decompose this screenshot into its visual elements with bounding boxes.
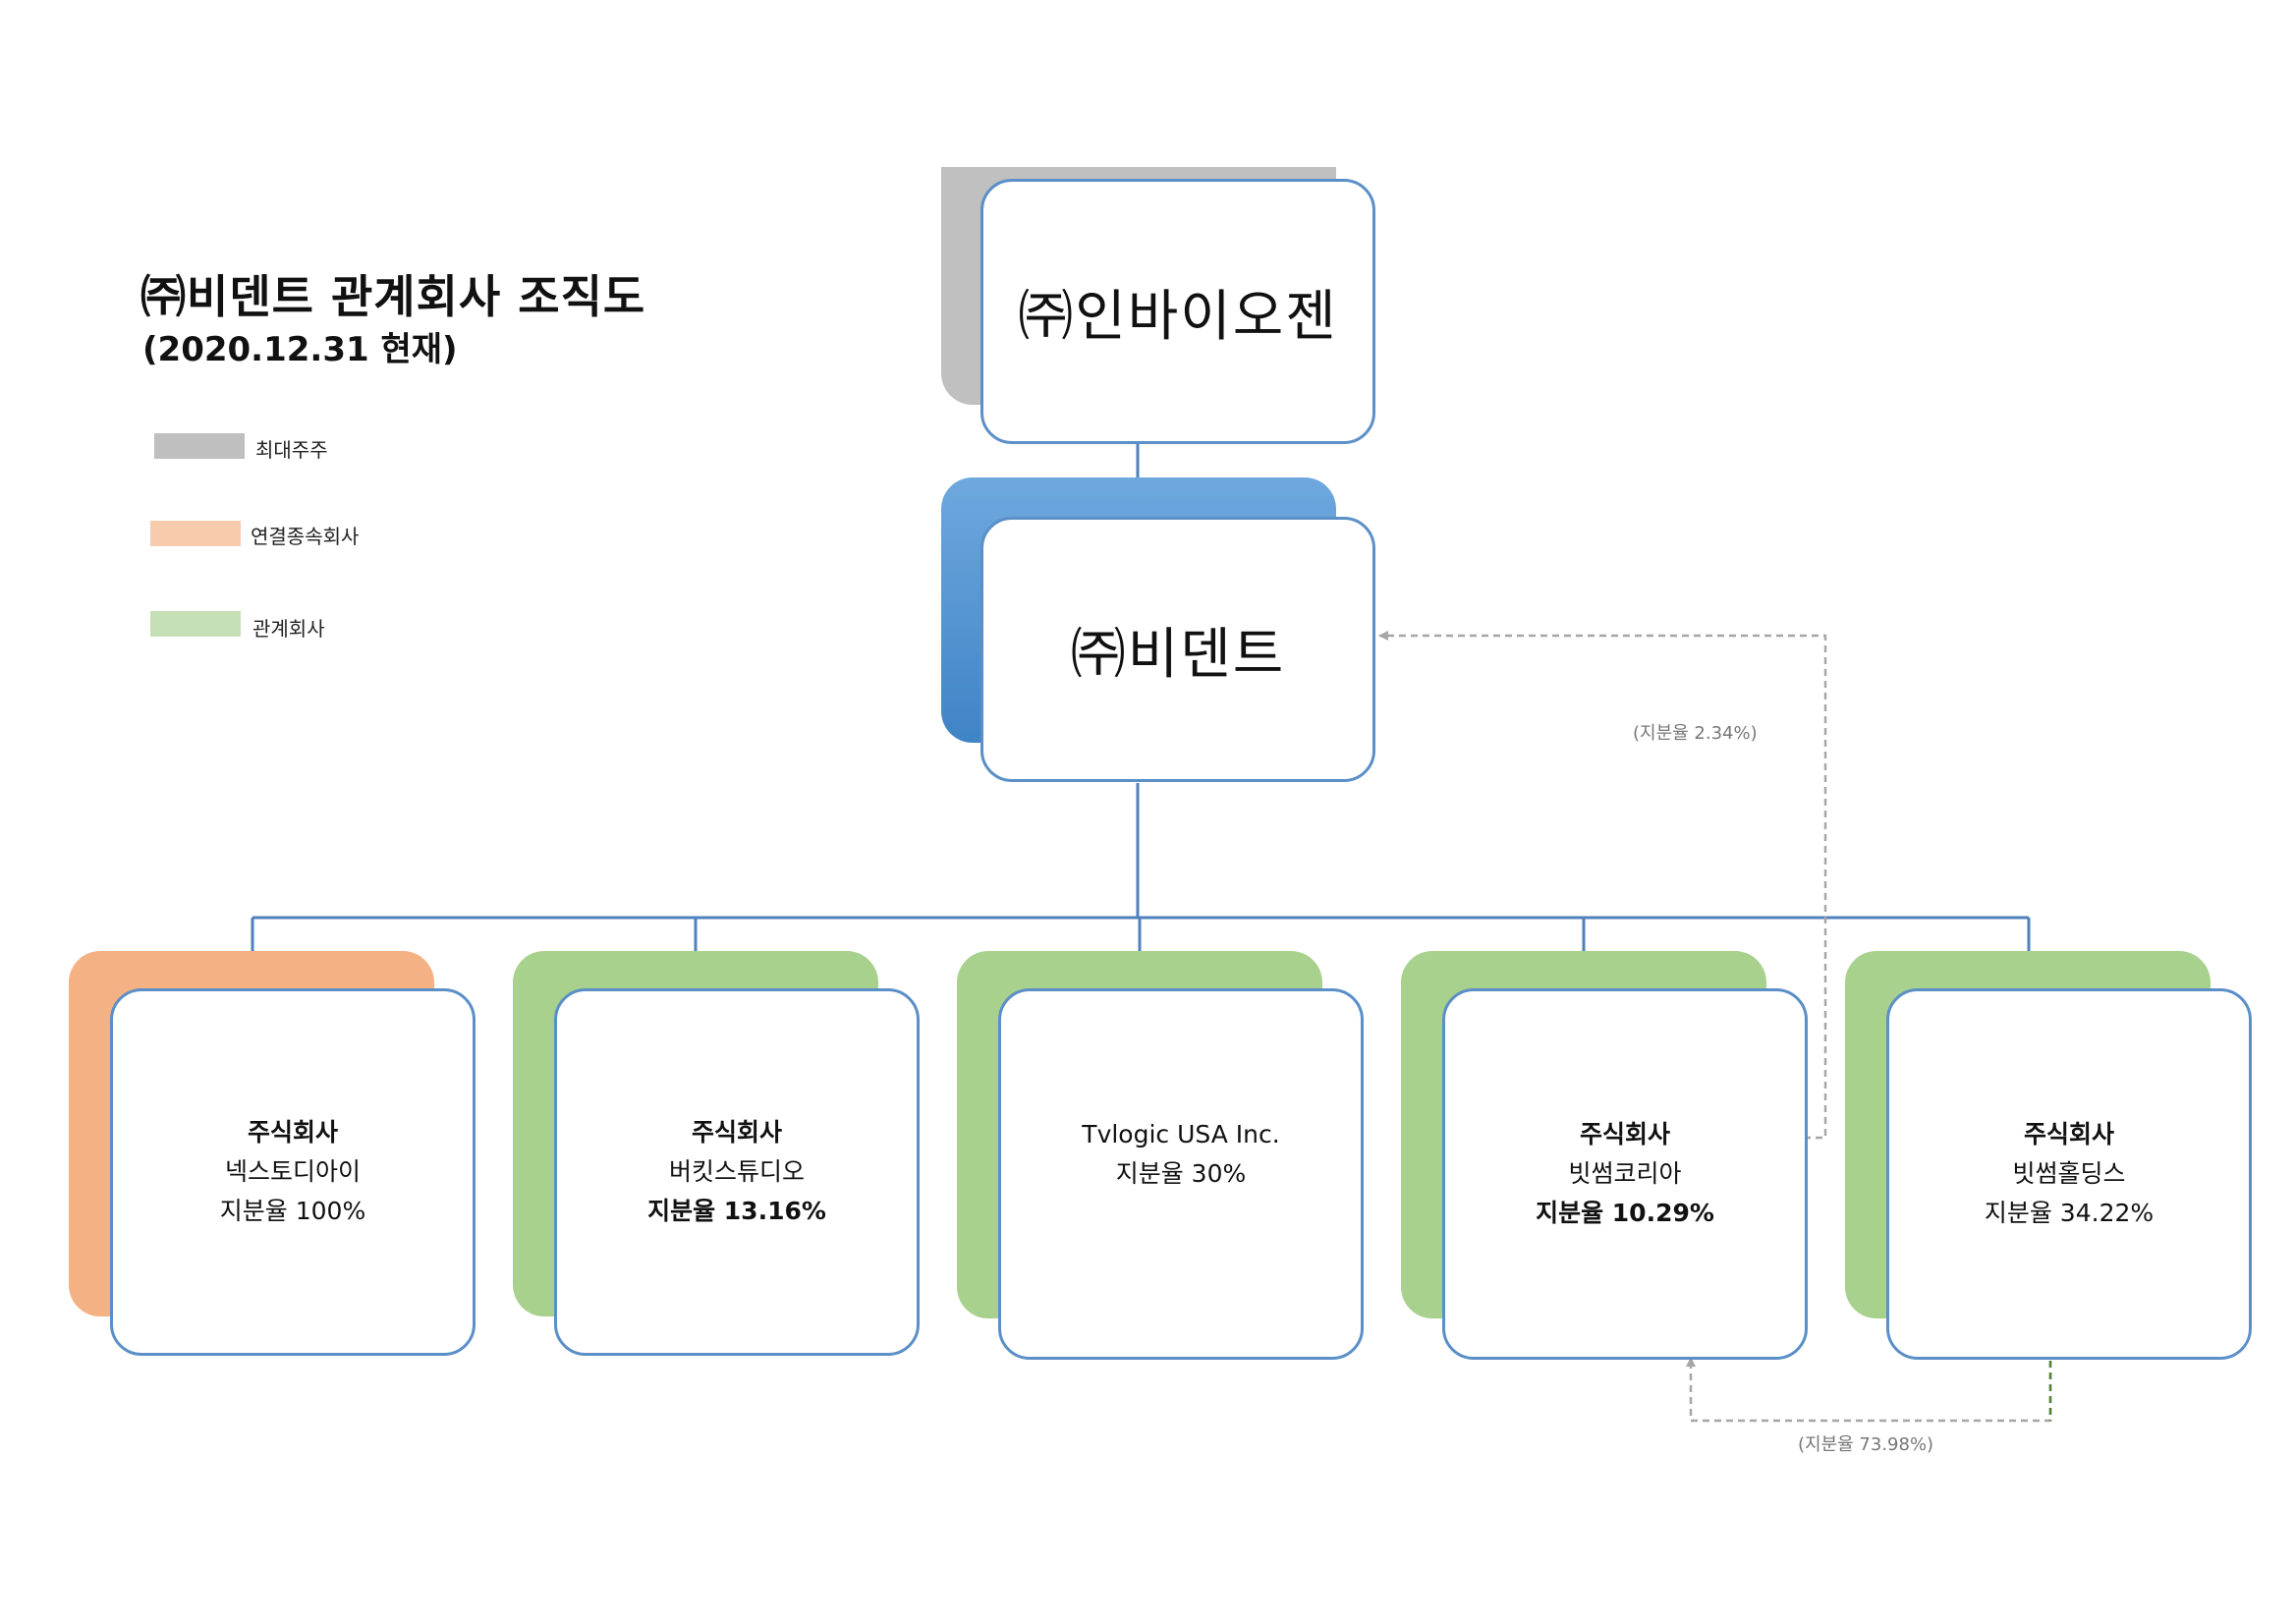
subsidiary-2-line2: 버킷스튜디오 <box>668 1157 805 1186</box>
cross-holding-label-2: (지분율 73.98%) <box>1798 1434 1934 1455</box>
subsidiary-3-line1: Tvlogic USA Inc. <box>1082 1120 1280 1148</box>
subsidiary-5-stake: 지분율 34.22% <box>1984 1199 2155 1227</box>
legend-swatch-major-shareholder <box>154 433 245 459</box>
legend-label-affiliate: 관계회사 <box>252 617 325 641</box>
subsidiary-3-box: Tvlogic USA Inc. 지분율 30% <box>998 988 1364 1360</box>
legend-label-major-shareholder: 최대주주 <box>255 438 328 462</box>
subsidiary-2-stake: 지분율 13.16% <box>647 1197 826 1225</box>
subsidiary-1-line2: 넥스토디아이 <box>224 1157 361 1186</box>
legend-swatch-consolidated <box>150 521 241 546</box>
page-subtitle-date: (2020.12.31 현재) <box>142 330 458 369</box>
major-shareholder-name: ㈜인바이오젠 <box>1018 284 1338 349</box>
subsidiary-5-line1: 주식회사 <box>2023 1120 2114 1148</box>
subsidiary-3-stake: 지분율 30% <box>1115 1159 1247 1188</box>
company-box: ㈜비덴트 <box>980 517 1375 782</box>
subsidiary-5-box: 주식회사 빗썸홀딩스 지분율 34.22% <box>1886 988 2252 1360</box>
subsidiary-5-line2: 빗썸홀딩스 <box>2012 1159 2126 1188</box>
major-shareholder-box: ㈜인바이오젠 <box>980 179 1375 444</box>
company-name: ㈜비덴트 <box>1070 622 1286 687</box>
subsidiary-1-line1: 주식회사 <box>247 1118 338 1147</box>
page-title: ㈜비덴트 관계회사 조직도 <box>140 270 646 323</box>
legend-label-consolidated: 연결종속회사 <box>251 525 360 548</box>
subsidiary-4-line1: 주식회사 <box>1579 1120 1670 1148</box>
subsidiary-1-stake: 지분율 100% <box>219 1197 366 1225</box>
subsidiary-1-box: 주식회사 넥스토디아이 지분율 100% <box>110 988 476 1356</box>
subsidiary-2-box: 주식회사 버킷스튜디오 지분율 13.16% <box>554 988 920 1356</box>
cross-holding-arrow-2 <box>1686 1357 2052 1423</box>
subsidiary-4-stake: 지분율 10.29% <box>1536 1199 1714 1227</box>
cross-holding-label-1: (지분율 2.34%) <box>1633 723 1758 744</box>
legend-swatch-affiliate <box>150 611 241 637</box>
subsidiary-4-box: 주식회사 빗썸코리아 지분율 10.29% <box>1442 988 1808 1360</box>
subsidiary-4-line2: 빗썸코리아 <box>1568 1159 1682 1188</box>
cross-holding-arrow-1 <box>1378 631 1827 1140</box>
subsidiary-2-line1: 주식회사 <box>691 1118 782 1147</box>
